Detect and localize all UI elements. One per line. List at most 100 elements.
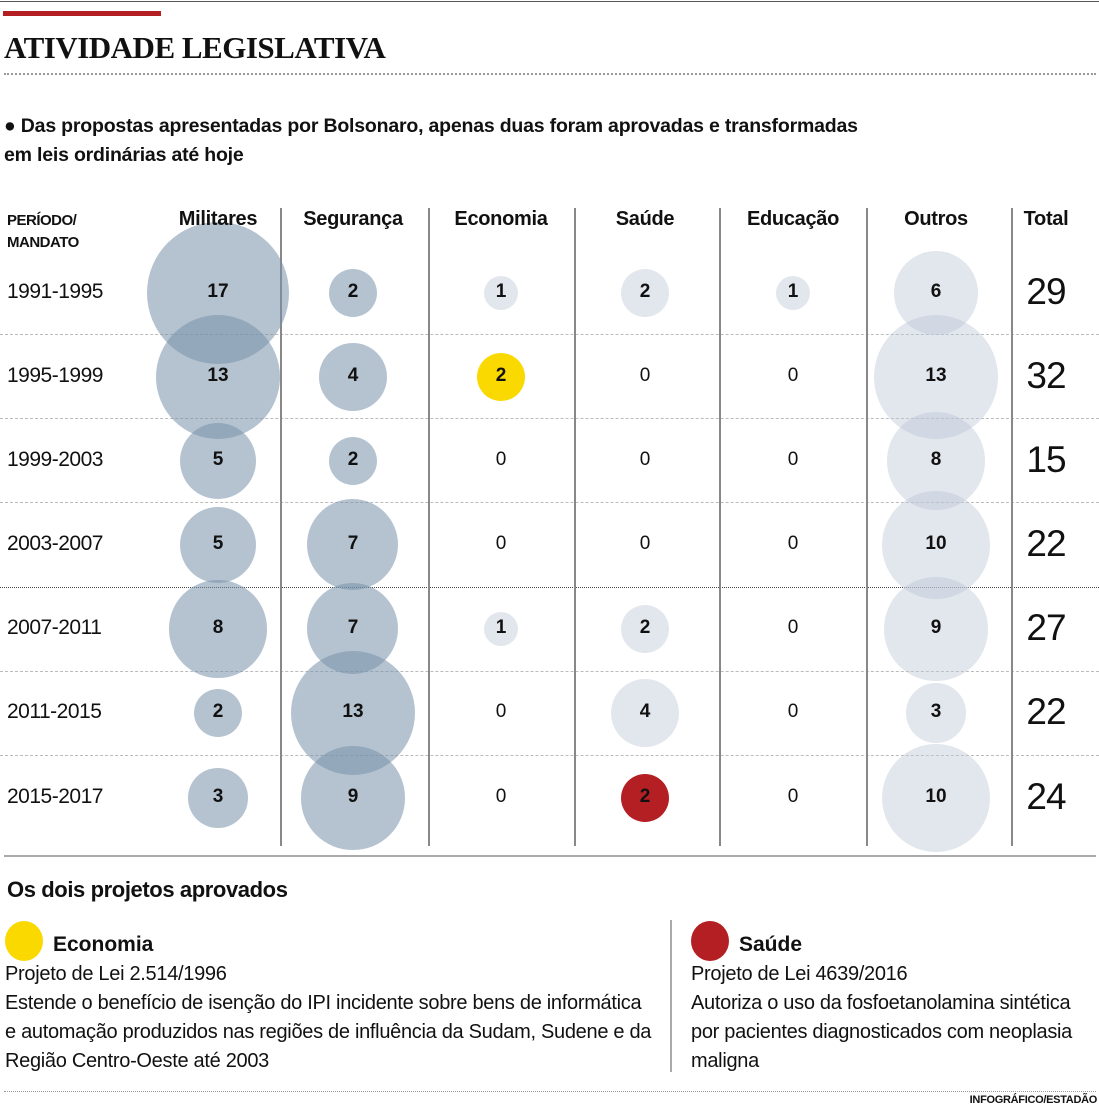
bubble-value: 2 xyxy=(347,281,359,302)
bubble-militares xyxy=(169,580,267,678)
bubble-segurança xyxy=(328,436,378,486)
row-total: 32 xyxy=(1026,355,1066,396)
row-divider xyxy=(0,755,1099,756)
row-total: 22 xyxy=(1026,523,1066,564)
approved-economia-text: Estende o benefício de isenção do IPI in… xyxy=(5,992,652,1072)
bubble-value: 13 xyxy=(925,365,947,386)
footer-divider xyxy=(4,1091,1096,1092)
row-divider xyxy=(0,334,1099,335)
bubble-saúde xyxy=(620,268,670,318)
bubble-outros xyxy=(887,412,985,510)
bubble-outros xyxy=(893,250,979,336)
bubble-value: 1 xyxy=(787,281,799,302)
bubble-outros xyxy=(881,490,991,600)
bubble-militares xyxy=(179,422,257,500)
approved-section-title: Os dois projetos aprovados xyxy=(7,877,288,902)
column-header: Economia xyxy=(454,208,548,230)
bubble-value: 7 xyxy=(347,617,359,638)
column-header: Saúde xyxy=(615,208,675,230)
bubble-value: 2 xyxy=(639,786,651,807)
bubble-value: 3 xyxy=(930,701,942,722)
column-divider xyxy=(866,208,868,846)
period-label: 1995-1999 xyxy=(7,364,103,387)
total-header: Total xyxy=(1023,208,1069,230)
credit: INFOGRÁFICO/ESTADÃO xyxy=(969,1094,1098,1106)
top-rule xyxy=(0,1,1099,2)
bubble-saúde xyxy=(610,678,680,748)
economia-legend-dot xyxy=(5,921,43,961)
chart-bottom-rule xyxy=(4,855,1096,857)
bubble-segurança xyxy=(301,746,405,850)
bubble-value: 0 xyxy=(639,449,651,470)
page-title: ATIVIDADE LEGISLATIVA xyxy=(4,30,386,65)
bubble-value: 8 xyxy=(930,449,942,470)
period-label: 2011-2015 xyxy=(7,700,102,723)
bubble-militares xyxy=(179,506,257,584)
bubble-value: 7 xyxy=(347,533,359,554)
saude-legend-dot xyxy=(691,921,729,961)
bubble-value: 2 xyxy=(495,365,507,386)
period-label: 2007-2011 xyxy=(7,616,102,639)
row-total: 24 xyxy=(1026,776,1066,817)
bubble-value: 0 xyxy=(787,701,799,722)
row-total: 22 xyxy=(1026,691,1066,732)
period-label: 1999-2003 xyxy=(7,448,103,471)
period-header: PERÍODO/ MANDATO xyxy=(7,212,79,251)
bubble-value: 1 xyxy=(495,281,507,302)
bubble-value: 6 xyxy=(930,281,942,302)
column-divider xyxy=(1011,208,1013,846)
bubble-value: 3 xyxy=(212,786,224,807)
row-total: 27 xyxy=(1026,607,1066,648)
column-divider xyxy=(574,208,576,846)
bubble-value: 9 xyxy=(347,786,359,807)
column-divider xyxy=(719,208,721,846)
bubble-value: 9 xyxy=(930,617,942,638)
approved-saude-title: Saúde xyxy=(739,933,803,956)
column-header: Segurança xyxy=(303,208,403,230)
bubble-value: 0 xyxy=(787,449,799,470)
bubble-value: 2 xyxy=(639,281,651,302)
period-label: 1991-1995 xyxy=(7,280,103,303)
bubble-value: 0 xyxy=(639,365,651,386)
bubble-value: 13 xyxy=(342,701,364,722)
row-total: 29 xyxy=(1026,271,1066,312)
bubble-outros xyxy=(884,577,988,681)
bubble-value: 10 xyxy=(925,533,947,554)
bubble-value: 4 xyxy=(347,365,359,386)
row-total: 15 xyxy=(1026,439,1066,480)
bubble-segurança xyxy=(318,342,388,412)
bubble-militares xyxy=(188,768,248,828)
period-label: 2015-2017 xyxy=(7,785,103,808)
bubble-value: 0 xyxy=(787,617,799,638)
bubble-value: 0 xyxy=(495,449,507,470)
bubble-outros xyxy=(906,683,966,743)
bubble-outros xyxy=(873,314,998,439)
row-divider xyxy=(0,418,1099,419)
bubble-value: 17 xyxy=(207,281,229,302)
bubble-segurança xyxy=(307,499,399,591)
bubble-saúde xyxy=(620,773,670,823)
bubble-outros xyxy=(881,743,991,853)
bubble-economia xyxy=(483,611,519,647)
bubble-value: 0 xyxy=(787,533,799,554)
bubble-militares xyxy=(155,314,280,439)
bubble-economia xyxy=(476,352,526,402)
bubble-militares xyxy=(193,688,243,738)
bubble-value: 4 xyxy=(639,701,651,722)
bubble-value: 0 xyxy=(787,365,799,386)
bubble-value: 0 xyxy=(495,786,507,807)
approved-economia-title: Economia xyxy=(53,933,154,956)
column-divider xyxy=(280,208,282,846)
bubble-value: 2 xyxy=(212,701,224,722)
bubble-value: 0 xyxy=(639,533,651,554)
bubble-value: 2 xyxy=(347,449,359,470)
row-divider xyxy=(0,587,1099,588)
approved-saude-law: Projeto de Lei 4639/2016 xyxy=(691,963,908,985)
approved-divider xyxy=(670,920,672,1072)
approved-economia-law: Projeto de Lei 2.514/1996 xyxy=(5,963,227,985)
bubble-value: 1 xyxy=(495,617,507,638)
title-divider xyxy=(4,73,1096,75)
column-header: Outros xyxy=(904,208,968,230)
row-divider xyxy=(0,671,1099,672)
bubble-value: 0 xyxy=(495,701,507,722)
